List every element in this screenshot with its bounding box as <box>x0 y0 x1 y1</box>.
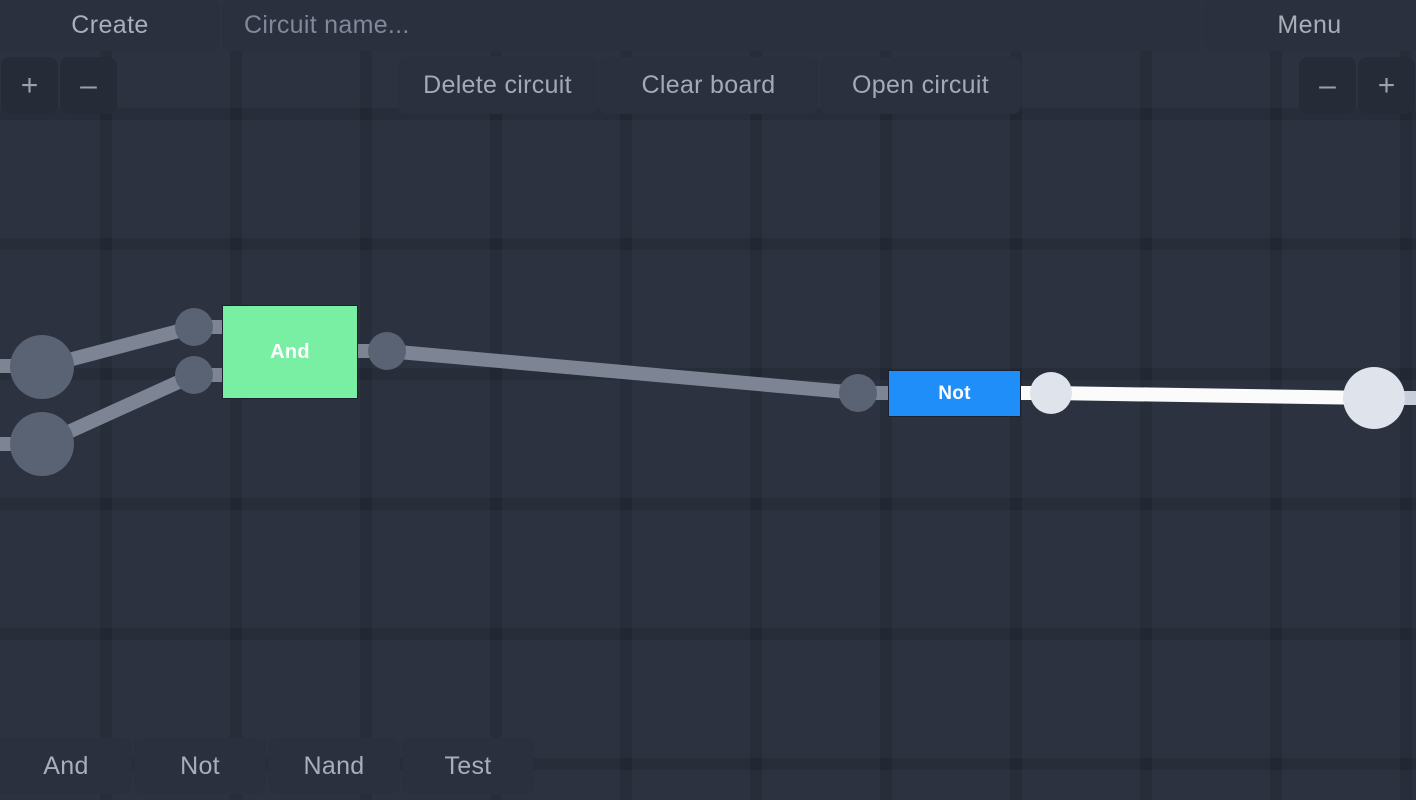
zoom-in-button-right[interactable]: + <box>1358 57 1415 114</box>
gate-not[interactable]: Not <box>888 370 1021 417</box>
zoom-out-button-left[interactable]: – <box>60 57 117 114</box>
gate-palette-bar: And Not Nand Test <box>0 738 536 800</box>
circuit-node[interactable] <box>368 332 406 370</box>
zoom-out-button-right[interactable]: – <box>1299 57 1356 114</box>
circuit-node[interactable] <box>1343 367 1405 429</box>
circuit-node[interactable] <box>839 374 877 412</box>
circuit-node[interactable] <box>175 356 213 394</box>
menu-button[interactable]: Menu <box>1203 0 1416 51</box>
tool-row: + – Delete circuit Clear board Open circ… <box>0 55 1416 115</box>
circuit-name-input[interactable] <box>222 0 1201 51</box>
circuit-node[interactable] <box>10 412 74 476</box>
create-button[interactable]: Create <box>0 0 220 51</box>
wire[interactable] <box>1050 386 1375 405</box>
open-circuit-button[interactable]: Open circuit <box>820 57 1021 114</box>
circuit-node[interactable] <box>1030 372 1072 414</box>
palette-item-not[interactable]: Not <box>134 738 266 794</box>
delete-circuit-button[interactable]: Delete circuit <box>398 57 597 114</box>
zoom-in-button-left[interactable]: + <box>1 57 58 114</box>
palette-item-test[interactable]: Test <box>402 738 534 794</box>
circuit-node[interactable] <box>175 308 213 346</box>
palette-item-and[interactable]: And <box>0 738 132 794</box>
gate-and[interactable]: And <box>222 305 358 399</box>
wire[interactable] <box>386 344 859 400</box>
top-bar: Create Menu <box>0 0 1416 51</box>
palette-item-nand[interactable]: Nand <box>268 738 400 794</box>
circuit-node[interactable] <box>10 335 74 399</box>
clear-board-button[interactable]: Clear board <box>599 57 818 114</box>
